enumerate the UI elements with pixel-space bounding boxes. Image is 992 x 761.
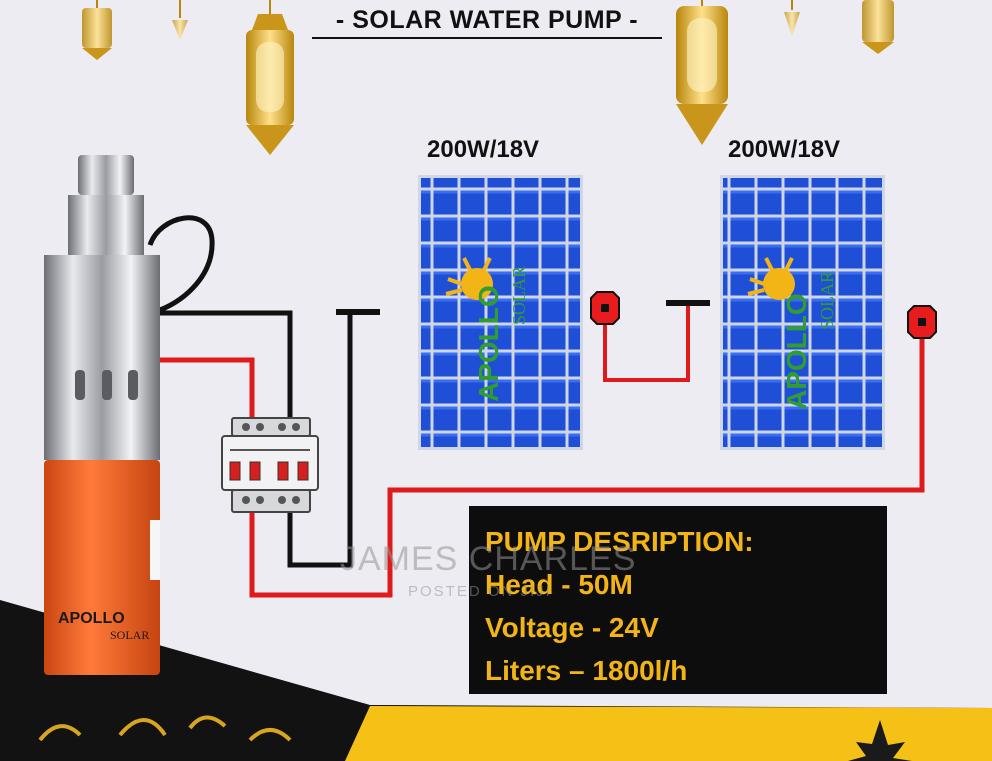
submersible-pump (44, 155, 160, 675)
wiring (147, 215, 925, 598)
svg-text:APOLLO: APOLLO (781, 293, 812, 410)
solar-panel: APOLLO SOLAR (418, 175, 583, 450)
lantern-icon (676, 0, 728, 145)
circuit-breaker (221, 417, 319, 513)
pump-description-box: PUMP DESRIPTION: Head - 50M Voltage - 24… (469, 506, 887, 694)
svg-text:APOLLO: APOLLO (473, 285, 504, 402)
lantern-decorations (82, 0, 894, 155)
lantern-icon (82, 0, 112, 60)
description-voltage: Voltage - 24V (485, 612, 659, 643)
watermark-subtitle: POSTED ON JIJI (408, 583, 552, 600)
description-liters: Liters – 1800l/h (485, 655, 688, 686)
pump-brand-label: APOLLO (58, 610, 125, 627)
lantern-icon (784, 0, 800, 36)
watermark-name: JAMES CHARLES (340, 540, 637, 578)
sun-emblem-icon (848, 720, 912, 761)
panel-1-rating-label: 200W/18V (427, 136, 540, 163)
bottom-decoration (0, 600, 992, 761)
description-head: Head - 50M (485, 569, 633, 600)
solar-panel: APOLLO SOLAR (720, 175, 885, 450)
panel-2-rating-label: 200W/18V (728, 136, 841, 163)
svg-text:SOLAR: SOLAR (817, 271, 837, 330)
description-heading: PUMP DESRIPTION: (485, 526, 754, 557)
positive-terminal-icon (907, 305, 937, 339)
pump-brand-sub-label: SOLAR (110, 628, 150, 642)
apollo-solar-logo-icon: APOLLO SOLAR (445, 257, 529, 402)
lantern-icon (862, 0, 894, 54)
lantern-icon (246, 0, 294, 155)
positive-terminal-icon (590, 291, 620, 325)
svg-text:SOLAR: SOLAR (509, 266, 529, 325)
page-title: - SOLAR WATER PUMP - (312, 6, 662, 39)
lantern-icon (172, 0, 188, 40)
apollo-solar-logo-icon: APOLLO SOLAR (747, 257, 837, 410)
